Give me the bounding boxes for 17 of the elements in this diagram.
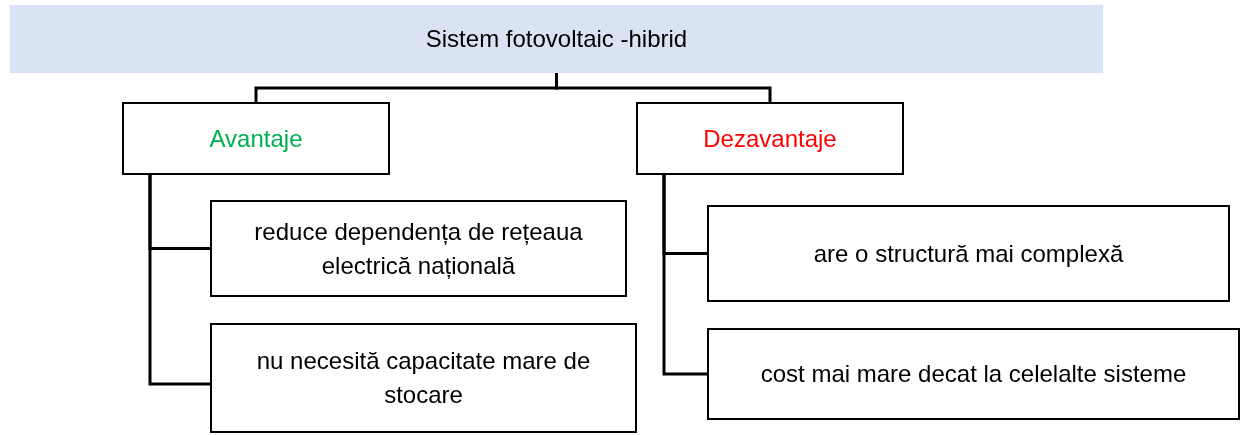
title-band (10, 5, 1103, 73)
category-label: Avantaje (209, 123, 303, 154)
item-text: are o structură mai complexă (813, 238, 1124, 269)
item-text: nu necesită capacitate mare de stocare (255, 346, 592, 410)
category-box (636, 102, 904, 175)
connector-line (555, 73, 772, 102)
item-box (210, 323, 637, 433)
connector-line (662, 175, 707, 376)
item-box (707, 205, 1230, 302)
item-box (210, 200, 627, 297)
item-text: reduce dependența de rețeaua electrică națională (253, 216, 584, 281)
category-label: Dezavantaje (703, 123, 837, 154)
connector-line (148, 175, 210, 386)
category-box (122, 102, 390, 175)
item-box (707, 328, 1240, 420)
node-label: Sistem fotovoltaic -hibrid (425, 24, 688, 55)
item-text: cost mai mare decat la celelalte sisteme (760, 359, 1187, 390)
